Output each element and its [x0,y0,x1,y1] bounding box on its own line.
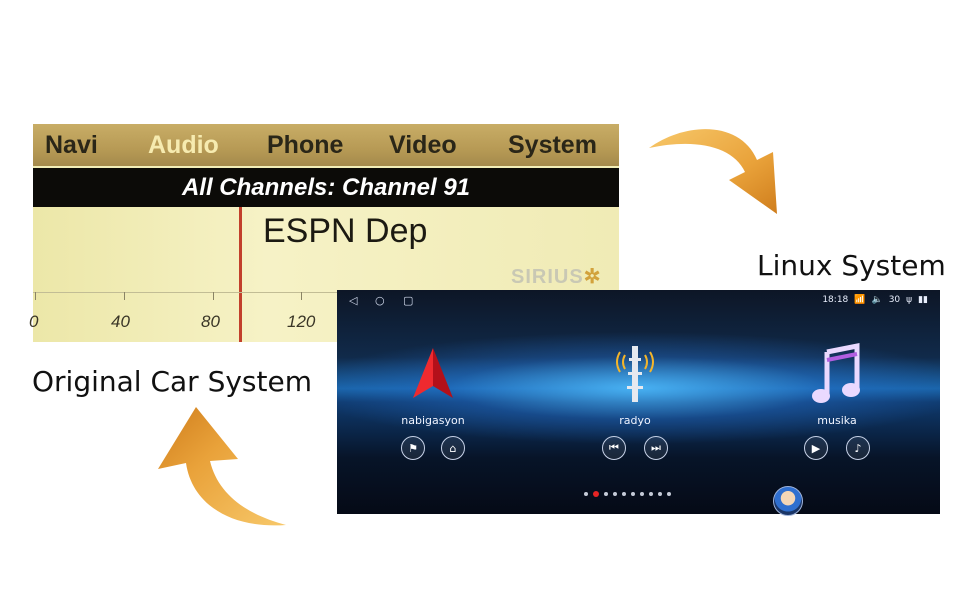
volume-level: 30 [888,295,901,305]
tuner-needle [239,207,242,342]
music-note-icon [812,342,860,403]
usb-icon: ψ [906,295,913,305]
page-dot[interactable] [622,492,626,496]
original-menu-bar: Navi Audio Phone Video System [33,124,619,166]
station-name: ESPN Dep [263,212,428,250]
avatar[interactable] [773,486,803,516]
previous-button[interactable]: ⏮ [602,436,626,460]
menu-system[interactable]: System [508,131,597,159]
app-label-music: musika [817,414,857,427]
original-system-label: Original Car System [32,365,312,398]
navigation-arrow-icon [413,348,453,398]
flag-button[interactable]: ⚑ [401,436,425,460]
volume-icon: 🔈 [871,295,883,305]
page-dot[interactable] [649,492,653,496]
arrow-right-down-icon [649,129,777,214]
page-dot[interactable] [604,492,608,496]
page-dot[interactable] [640,492,644,496]
scale-label: 120 [287,312,316,331]
status-bar: ◁ ○ ▢ 18:18 📶 🔈 30 ψ ▮▮ [337,290,940,312]
original-car-screen: Navi Audio Phone Video System All Channe… [29,124,619,342]
play-button[interactable]: ▶ [804,436,828,460]
next-button[interactable]: ⏭ [644,436,668,460]
app-label-navigation: nabigasyon [401,414,465,427]
music-list-button[interactable]: ♪ [846,436,870,460]
app-music[interactable] [801,342,873,410]
radio-tower-icon [616,346,654,402]
scale-label: 80 [201,312,220,331]
arrow-left-up-icon [158,407,286,526]
sirius-logo: SIRIUS✲ [511,266,602,288]
linux-screen: ◁ ○ ▢ 18:18 📶 🔈 30 ψ ▮▮ nabigasyon ⚑ ⌂ [337,290,940,516]
page-dot-active[interactable] [593,491,599,497]
scale-label: 0 [29,312,39,331]
app-navigation[interactable] [397,346,469,408]
menu-audio[interactable]: Audio [148,131,219,159]
page-indicator[interactable] [584,491,671,497]
frequency-scale: 0 40 80 120 [29,292,619,342]
scale-label: 40 [111,312,130,331]
page-dot[interactable] [584,492,588,496]
recents-icon[interactable]: ▢ [403,294,414,307]
menu-navi[interactable]: Navi [45,131,98,159]
menu-video[interactable]: Video [389,131,457,159]
home-location-button[interactable]: ⌂ [441,436,465,460]
signal-icon: 📶 [854,295,866,305]
menu-phone[interactable]: Phone [267,131,344,159]
clock: 18:18 [822,295,849,305]
channel-bar: All Channels: Channel 91 [33,168,619,207]
screen-background [337,290,940,514]
page-dot[interactable] [658,492,662,496]
page-dot[interactable] [631,492,635,496]
page-dot[interactable] [613,492,617,496]
app-label-radio: radyo [619,414,651,427]
split-screen-icon[interactable]: ▮▮ [918,295,928,305]
page-dot[interactable] [667,492,671,496]
home-icon[interactable]: ○ [375,294,385,307]
back-icon[interactable]: ◁ [349,294,358,307]
linux-system-label: Linux System [757,249,946,282]
app-radio[interactable] [599,344,671,408]
